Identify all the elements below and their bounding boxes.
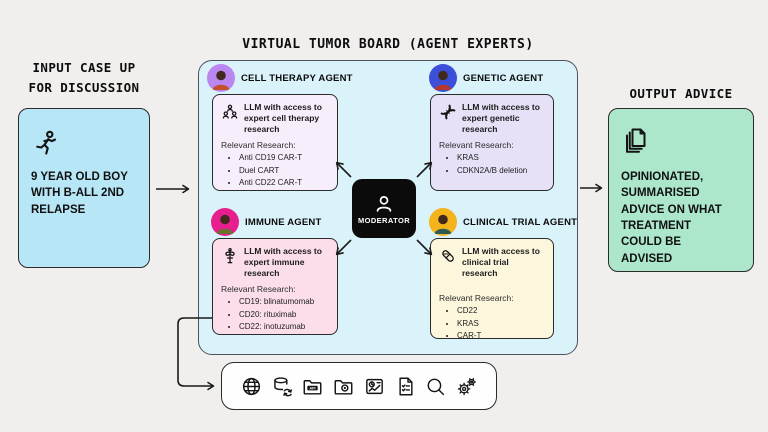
people-group-icon [222,104,238,119]
research-list: KRAS CDKN2A/B deletion [445,152,545,177]
running-child-icon [36,130,57,155]
gears-icon [457,377,476,395]
tools-tray: API [221,362,497,410]
immune-agent-description: LLM with access to expert immune researc… [244,246,322,279]
person-icon [376,195,392,212]
research-item: CAR-T [457,330,545,342]
genetic-agent-header: GENETIC AGENT [429,64,543,92]
avatar-person-icon [212,70,230,90]
genetic-agent-avatar [429,64,457,92]
research-item: Anti CD22 CAR-T [239,177,329,189]
moderator-label: MODERATOR [357,215,411,225]
avatar-person-icon [434,214,452,234]
immune-agent-avatar [211,208,239,236]
genetic-agent-name: GENETIC AGENT [463,72,544,84]
research-item: Duel CART [239,165,329,177]
api-folder-icon: API [303,379,322,395]
immune-agent-card: LLM with access to expert immune researc… [212,238,338,335]
cell-therapy-agent-card: LLM with access to expert cell therapy r… [212,94,338,191]
immune-agent-header: IMMUNE AGENT [211,208,321,236]
caduceus-icon [225,247,235,264]
clinical-trial-agent-name: CLINICAL TRIAL AGENT [463,216,578,228]
search-icon [427,378,445,395]
research-item: KRAS [457,152,545,164]
globe-icon [242,377,261,395]
cell-therapy-agent-name: CELL THERAPY AGENT [241,72,353,84]
input-heading-line1: INPUT CASE UP [32,60,136,75]
research-label: Relevant Research: [221,140,296,151]
stacked-documents-icon [626,128,646,153]
research-item: CDKN2A/B deletion [457,165,545,177]
report-checklist-icon [398,377,413,395]
input-heading-line2: FOR DISCUSSION [28,80,140,95]
clinical-trial-agent-avatar [429,208,457,236]
output-heading: OUTPUT ADVICE [629,86,733,101]
research-label: Relevant Research: [439,140,514,151]
research-item: Anti CD19 CAR-T [239,152,329,164]
dna-icon [440,104,456,120]
database-sync-icon [273,376,292,396]
research-list: CD22 KRAS CAR-T [445,305,545,342]
research-label: Relevant Research: [439,293,514,304]
research-item: CD22 [457,305,545,317]
research-list: Anti CD19 CAR-T Duel CART Anti CD22 CAR-… [227,152,329,189]
input-case-card: 9 YEAR OLD BOY WITH B-ALL 2ND RELAPSE [18,108,150,268]
research-item: CD19: blinatumomab [239,296,329,308]
clinical-trial-agent-header: CLINICAL TRIAL AGENT [429,208,577,236]
input-case-text: 9 YEAR OLD BOY WITH B-ALL 2ND RELAPSE [31,171,128,216]
genetic-agent-description: LLM with access to expert genetic resear… [462,102,540,135]
genetic-agent-card: LLM with access to expert genetic resear… [430,94,554,191]
moderator-node: MODERATOR [352,179,416,238]
output-advice-text: OPINIONATED, SUMMARISED ADVICE ON WHAT T… [621,171,722,265]
image-chart-icon [365,378,383,394]
immune-agent-name: IMMUNE AGENT [245,216,322,228]
svg-text:API: API [310,386,316,390]
research-list: CD19: blinatumomab CD20: rituximab CD22:… [227,296,329,333]
research-item: KRAS [457,318,545,330]
input-heading: INPUT CASE UP FOR DISCUSSION [8,58,160,98]
cell-therapy-agent-header: CELL THERAPY AGENT [207,64,353,92]
avatar-person-icon [434,70,452,90]
research-item: CD22: inotuzumab [239,321,329,333]
clinical-trial-agent-card: LLM with access to clinical trial resear… [430,238,554,342]
diagram-title: VIRTUAL TUMOR BOARD (AGENT EXPERTS) [242,37,534,52]
camera-folder-icon [334,379,353,395]
cell-therapy-agent-avatar [207,64,235,92]
avatar-person-icon [216,214,234,234]
research-item: CD20: rituximab [239,309,329,321]
capsule-icon [442,250,454,262]
research-label: Relevant Research: [221,284,296,295]
clinical-trial-agent-description: LLM with access to clinical trial resear… [462,246,540,279]
output-advice-card: OPINIONATED, SUMMARISED ADVICE ON WHAT T… [608,108,754,272]
cell-therapy-agent-description: LLM with access to expert cell therapy r… [244,102,322,135]
